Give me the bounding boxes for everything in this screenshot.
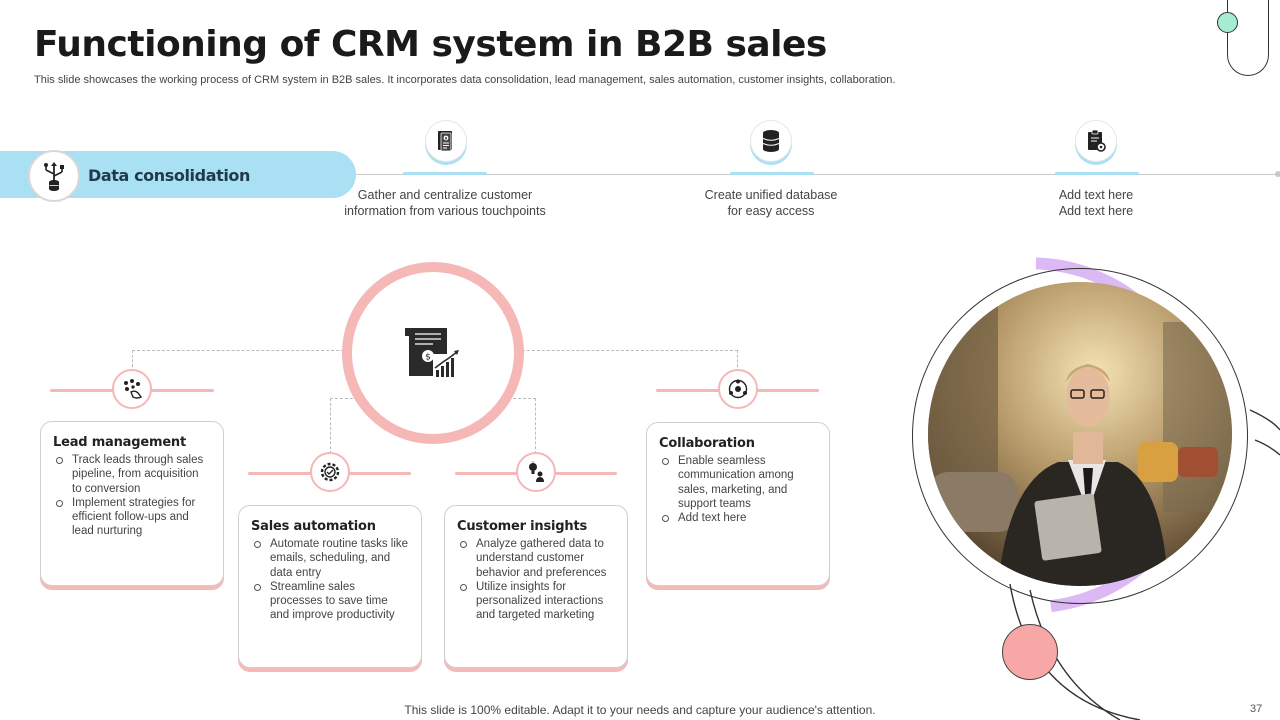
- timeline-text-2-line2: for easy access: [727, 204, 815, 218]
- slide-title: Functioning of CRM system in B2B sales: [34, 24, 827, 65]
- timeline-text-1-line2: information from various touchpoints: [344, 204, 546, 218]
- usb-database-icon: [28, 150, 80, 202]
- timeline-text-3-line2: Add text here: [1058, 204, 1134, 218]
- list-item: Track leads through sales pipeline, from…: [53, 453, 211, 496]
- timeline-text-3-line1: Add text here: [1058, 188, 1134, 202]
- decorative-dot: [1217, 12, 1238, 33]
- timeline-line: [350, 174, 1280, 175]
- lightbulb-person-icon: [516, 452, 556, 492]
- sales-automation-card: Sales automation Automate routine tasks …: [238, 505, 422, 668]
- timeline-node-bar-1: [403, 172, 487, 175]
- database-icon: [750, 120, 792, 162]
- timeline-text-3: Add text here Add text here: [966, 187, 1226, 219]
- collaboration-list: Enable seamless communication among sale…: [659, 454, 817, 525]
- pink-decorative-ball: [1002, 624, 1058, 680]
- timeline-text-1-line1: Gather and centralize customer: [357, 188, 533, 202]
- connector-lead: [132, 350, 344, 372]
- center-ring: $: [342, 262, 524, 444]
- svg-text:$: $: [425, 353, 431, 363]
- customer-insights-list: Analyze gathered data to understand cust…: [457, 537, 615, 623]
- sales-automation-list: Automate routine tasks like emails, sche…: [251, 537, 409, 623]
- banner-label: Data consolidation: [88, 166, 251, 185]
- page-number: 37: [1250, 703, 1263, 715]
- invoice-growth-icon: $: [405, 328, 459, 378]
- gear-automation-icon: [310, 452, 350, 492]
- businessman-photo: [928, 282, 1232, 586]
- timeline-text-2-line1: Create unified database: [704, 188, 838, 202]
- list-item: Analyze gathered data to understand cust…: [457, 537, 615, 580]
- list-item: Streamline sales processes to save time …: [251, 580, 409, 623]
- lead-management-title: Lead management: [53, 435, 187, 450]
- timeline-text-1: Gather and centralize customer informati…: [315, 187, 575, 219]
- decorative-tab: [1227, 0, 1269, 76]
- timeline-end-dot: [1275, 171, 1280, 177]
- timeline-node-bar-2: [730, 172, 814, 175]
- list-item: Add text here: [659, 511, 817, 525]
- customer-insights-title: Customer insights: [457, 519, 587, 534]
- sales-automation-title: Sales automation: [251, 519, 376, 534]
- photo-ring: [912, 268, 1248, 604]
- footer-note: This slide is 100% editable. Adapt it to…: [404, 703, 876, 717]
- team-cycle-icon: [718, 369, 758, 409]
- lead-management-list: Track leads through sales pipeline, from…: [53, 453, 211, 539]
- list-item: Enable seamless communication among sale…: [659, 454, 817, 511]
- collaboration-card: Collaboration Enable seamless communicat…: [646, 422, 830, 586]
- slide-subtitle: This slide showcases the working process…: [34, 74, 896, 86]
- timeline-node-bar-3: [1055, 172, 1139, 175]
- clipboard-gear-icon: [1075, 120, 1117, 162]
- list-item: Implement strategies for efficient follo…: [53, 496, 211, 539]
- list-item: Utilize insights for personalized intera…: [457, 580, 615, 623]
- network-hand-icon: [112, 369, 152, 409]
- lead-management-card: Lead management Track leads through sale…: [40, 421, 224, 586]
- timeline-text-2: Create unified database for easy access: [641, 187, 901, 219]
- customer-insights-card: Customer insights Analyze gathered data …: [444, 505, 628, 668]
- list-item: Automate routine tasks like emails, sche…: [251, 537, 409, 580]
- connector-collab: [522, 350, 738, 372]
- collaboration-title: Collaboration: [659, 436, 755, 451]
- document-phone-icon: [425, 120, 467, 162]
